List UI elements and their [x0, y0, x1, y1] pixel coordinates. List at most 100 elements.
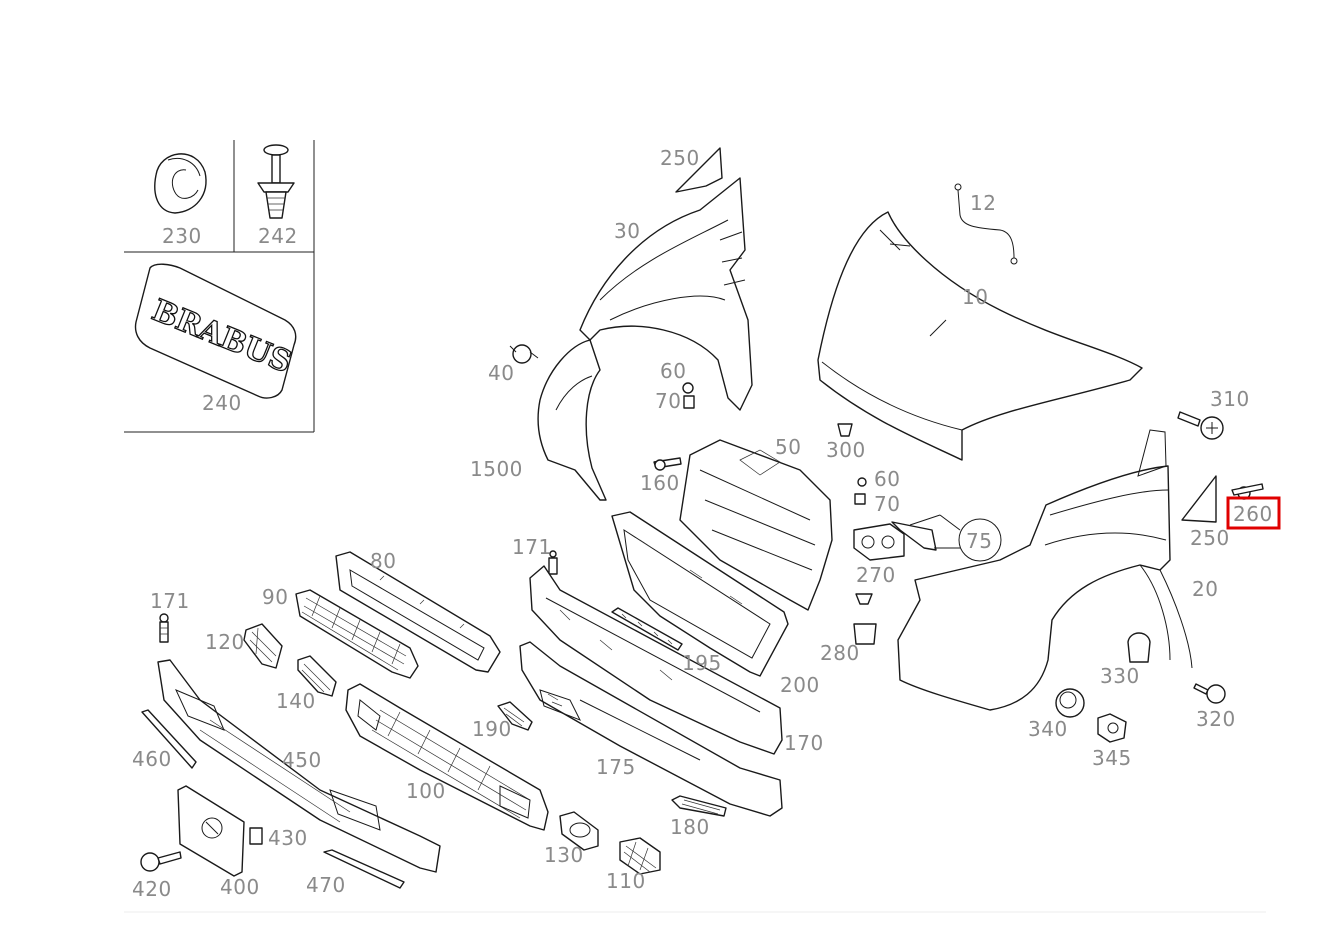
label-400: 400: [220, 875, 260, 899]
label-12: 12: [970, 191, 996, 215]
label-70-right: 70: [874, 492, 900, 516]
label-160: 160: [640, 471, 680, 495]
part-60-clip-left[interactable]: [682, 382, 694, 394]
part-40-screw[interactable]: [509, 344, 539, 364]
part-320-screw[interactable]: [1193, 683, 1226, 704]
part-340-cap[interactable]: [1055, 688, 1085, 718]
highlight-box-260: [1226, 496, 1281, 530]
label-240: 240: [202, 391, 242, 415]
part-30-fender-left[interactable]: [579, 177, 753, 411]
label-30: 30: [614, 219, 640, 243]
label-140: 140: [276, 689, 316, 713]
part-200-grille-frame[interactable]: [611, 511, 789, 677]
part-450-front-spoiler[interactable]: [157, 659, 441, 873]
part-130-fog-lamp-bezel[interactable]: [559, 811, 599, 851]
label-260: 260: [1233, 502, 1273, 526]
part-60-clip-right[interactable]: [857, 477, 867, 487]
label-300: 300: [826, 438, 866, 462]
part-1500-wheel-arch-liner[interactable]: [537, 339, 607, 501]
part-175-lower-bumper-cover[interactable]: [519, 641, 783, 817]
part-20-fender-right[interactable]: [897, 429, 1193, 711]
part-10-hood[interactable]: [817, 211, 1143, 461]
part-300-clip[interactable]: [837, 423, 853, 437]
part-70-nut-right[interactable]: [854, 493, 866, 505]
part-280-grommet[interactable]: [853, 593, 877, 645]
label-171-lower: 171: [150, 589, 190, 613]
label-345: 345: [1092, 746, 1132, 770]
part-140-fog-grille-right[interactable]: [297, 655, 337, 697]
part-190-vent-left[interactable]: [497, 701, 533, 731]
part-330-clip[interactable]: [1127, 632, 1151, 663]
label-470: 470: [306, 873, 346, 897]
label-10: 10: [962, 285, 988, 309]
part-12-release-cable[interactable]: [954, 183, 1018, 265]
label-60-left: 60: [660, 359, 686, 383]
inset-panel: 230 242 BRABUS 240: [124, 140, 315, 433]
label-50: 50: [775, 435, 801, 459]
part-260-screw[interactable]: [1231, 483, 1264, 500]
part-120-fog-grille-left[interactable]: [243, 623, 283, 669]
label-420: 420: [132, 877, 172, 901]
label-330: 330: [1100, 664, 1140, 688]
part-420-screw[interactable]: [140, 851, 182, 872]
label-270: 270: [856, 563, 896, 587]
label-250-right: 250: [1190, 526, 1230, 550]
part-171-rivet-lower[interactable]: [159, 613, 169, 643]
label-280: 280: [820, 641, 860, 665]
label-171-upper: 171: [512, 535, 552, 559]
label-120: 120: [205, 630, 245, 654]
label-340: 340: [1028, 717, 1068, 741]
part-230-clip-ring[interactable]: [154, 153, 207, 214]
part-70-nut-left[interactable]: [683, 395, 695, 409]
part-160-bolt[interactable]: [653, 457, 682, 471]
part-270-headlamp-bracket[interactable]: [853, 523, 905, 561]
part-100-lower-grille[interactable]: [345, 683, 549, 831]
label-75: 75: [966, 529, 992, 553]
part-240-brabus-badge[interactable]: BRABUS: [134, 263, 297, 399]
part-310-screw[interactable]: [1177, 411, 1224, 440]
label-60-right: 60: [874, 467, 900, 491]
label-460: 460: [132, 747, 172, 771]
part-170-upper-bumper-cover[interactable]: [529, 565, 783, 755]
part-195-reinforcement-strip[interactable]: [611, 607, 683, 651]
label-40: 40: [488, 361, 514, 385]
label-70-left: 70: [655, 389, 681, 413]
callout-75: 75: [958, 518, 1002, 562]
label-450: 450: [282, 748, 322, 772]
label-195: 195: [682, 651, 722, 675]
label-110: 110: [606, 869, 646, 893]
part-75-bracket[interactable]: [891, 514, 961, 551]
part-90-grille-mesh[interactable]: [295, 589, 419, 679]
label-190: 190: [472, 717, 512, 741]
label-250-left: 250: [660, 146, 700, 170]
label-200: 200: [780, 673, 820, 697]
part-80-grille-surround[interactable]: [335, 551, 501, 673]
part-242-expanding-rivet[interactable]: [257, 144, 295, 219]
label-20: 20: [1192, 577, 1218, 601]
part-110-fog-lamp[interactable]: [619, 837, 661, 875]
label-230: 230: [162, 224, 202, 248]
label-430: 430: [268, 826, 308, 850]
label-180: 180: [670, 815, 710, 839]
part-50-front-carrier[interactable]: [679, 439, 833, 611]
label-320: 320: [1196, 707, 1236, 731]
label-310: 310: [1210, 387, 1250, 411]
part-345-clip[interactable]: [1097, 713, 1127, 743]
part-470-lower-trim[interactable]: [323, 849, 405, 889]
label-80: 80: [370, 549, 396, 573]
part-460-side-trim[interactable]: [141, 709, 197, 769]
label-1500: 1500: [470, 457, 523, 481]
label-175: 175: [596, 755, 636, 779]
label-170: 170: [784, 731, 824, 755]
label-130: 130: [544, 843, 584, 867]
part-430-nut[interactable]: [249, 827, 263, 845]
part-180-vent-right[interactable]: [671, 795, 727, 817]
label-90: 90: [262, 585, 288, 609]
part-400-plate-holder[interactable]: [177, 785, 245, 877]
label-242: 242: [258, 224, 298, 248]
part-171-rivet-upper[interactable]: [548, 550, 558, 575]
label-100: 100: [406, 779, 446, 803]
part-250-mirror-trim-right[interactable]: [1181, 475, 1217, 523]
part-250-mirror-trim-left[interactable]: [675, 147, 723, 193]
